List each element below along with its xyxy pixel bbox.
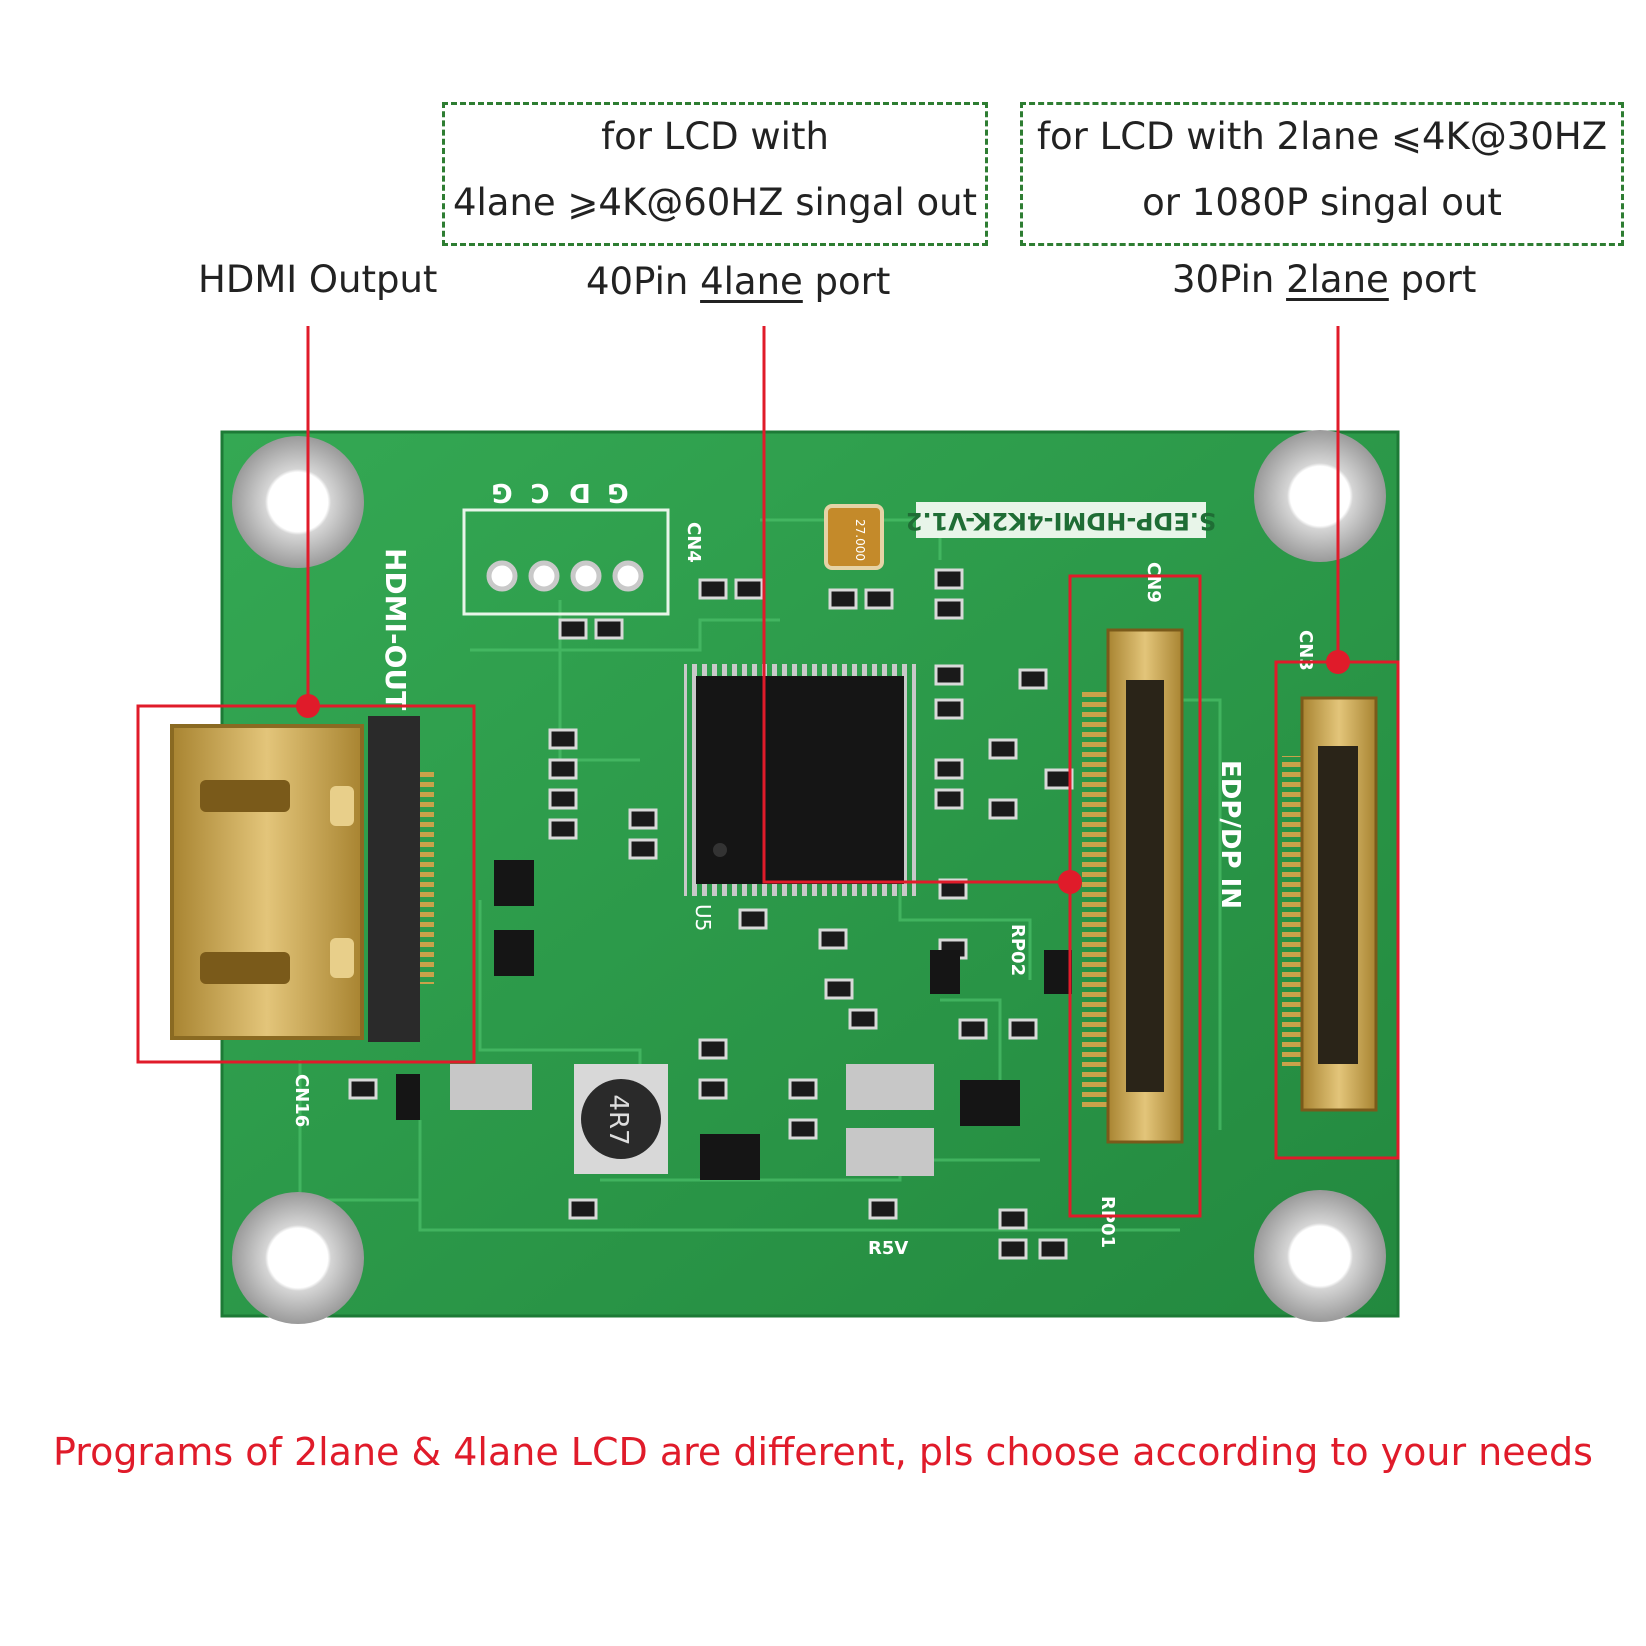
port-30pin-pre: 30Pin <box>1172 258 1287 301</box>
callout-dots <box>296 650 1350 894</box>
heat-pads <box>450 1064 934 1176</box>
pin-label-d: D <box>569 477 591 507</box>
cn3-label: CN3 <box>1295 630 1316 671</box>
port-30pin-lane: 2lane <box>1286 258 1389 301</box>
inductor-label: 4R7 <box>603 1094 633 1145</box>
port-30pin-post: port <box>1388 258 1477 301</box>
note-2lane-line2: or 1080P singal out <box>1142 181 1502 224</box>
board-model-label: S.EDP-HDMI-4K2K-V1.2 <box>906 507 1216 535</box>
r5v-label: R5V <box>868 1238 908 1259</box>
rp02-label: RP02 <box>1007 924 1028 976</box>
crystal-label: 27.000 <box>853 519 867 561</box>
sop-chips <box>396 860 1072 1180</box>
note-4lane-line2: 4lane ⩾4K@60HZ singal out <box>452 181 978 224</box>
note-box-2lane: for LCD with 2lane ⩽4K@30HZ or 1080P sin… <box>1020 102 1624 246</box>
callout-box-cn9 <box>1068 574 1202 1218</box>
cn4-header <box>462 508 670 616</box>
hdmi-connector <box>170 716 434 1042</box>
edp-in-silkscreen: EDP/DP IN <box>1215 760 1245 909</box>
port-40pin-lane: 4lane <box>700 260 803 303</box>
cn9-40pin-connector <box>1082 628 1184 1144</box>
cn9-label: CN9 <box>1143 562 1164 603</box>
port-30pin-label: 30Pin 2lane port <box>1172 258 1476 302</box>
hdmi-output-label: HDMI Output <box>198 258 438 301</box>
pin-label-g1: G <box>491 477 512 507</box>
rp01-label: RP01 <box>1097 1196 1118 1248</box>
mounting-holes <box>232 430 1386 1324</box>
main-ic <box>696 676 904 884</box>
cn4-label: CN4 <box>683 522 704 563</box>
note-4lane-line1: for LCD with <box>601 115 829 158</box>
hdmi-out-silkscreen: HDMI-OUT <box>379 548 412 710</box>
note-box-4lane: for LCD with 4lane ⩾4K@60HZ singal out <box>442 102 988 246</box>
pin-label-c: C <box>530 477 549 507</box>
crystal-oscillator <box>824 504 884 570</box>
port-40pin-label: 40Pin 4lane port <box>586 260 890 304</box>
cn3-30pin-connector <box>1282 696 1378 1112</box>
port-40pin-post: port <box>802 260 891 303</box>
cn16-label: CN16 <box>291 1074 312 1127</box>
footer-note: Programs of 2lane & 4lane LCD are differ… <box>53 1430 1593 1474</box>
callout-line-40pin <box>762 326 1070 884</box>
pin-label-g2: G <box>607 477 628 507</box>
u5-label: U5 <box>691 904 715 931</box>
note-2lane-line1: for LCD with 2lane ⩽4K@30HZ <box>1036 115 1608 158</box>
smd-components <box>348 568 1074 1260</box>
port-40pin-pre: 40Pin <box>586 260 701 303</box>
